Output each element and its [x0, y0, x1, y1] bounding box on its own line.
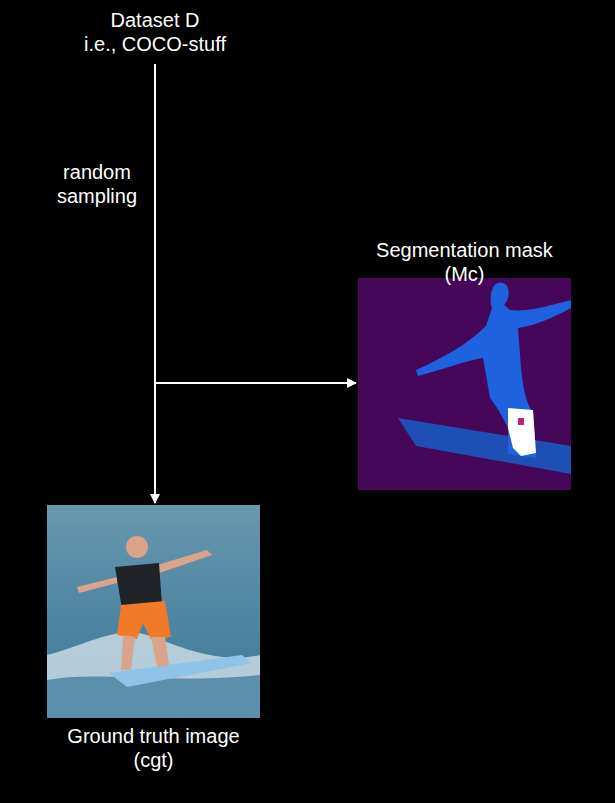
node-subtitle: i.e., COCO-stuff — [55, 32, 255, 56]
node-heading: Dataset D — [55, 8, 255, 32]
segmentation-mask-image — [358, 278, 571, 490]
image-panel: Ground truth image (cgt) — [47, 505, 260, 772]
ground-truth-photo — [47, 505, 260, 718]
edge-note: random sampling — [42, 160, 152, 208]
node-heading: Segmentation mask (Mc) — [365, 238, 565, 286]
dataset-block: Dataset Di.e., COCO-stuff — [55, 8, 255, 56]
node-heading: Ground truth image (cgt) — [54, 724, 254, 772]
mask-panel: Segmentation mask (Mc) — [358, 238, 571, 490]
flow-arrow — [154, 64, 156, 503]
flow-arrow — [155, 64, 356, 383]
